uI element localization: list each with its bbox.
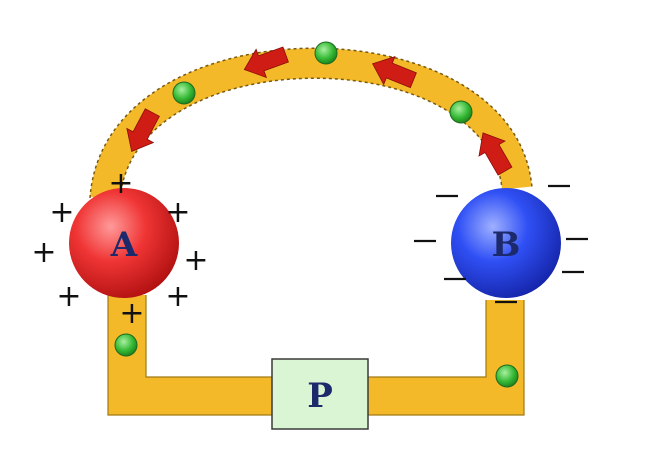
electron-icon: [449, 100, 473, 124]
negative-charges: [414, 184, 588, 304]
plus-sign: +: [165, 279, 190, 314]
electron-icon: [172, 81, 196, 105]
flow-arrows: [126, 46, 513, 176]
flow-arrow-left-icon: [478, 132, 513, 176]
electron-icon: [495, 364, 519, 388]
electron-icon: [314, 41, 338, 65]
sphere-a-label: A: [110, 225, 138, 265]
plus-sign: +: [165, 195, 190, 230]
arc-conductor-outer-edge: [89, 47, 533, 199]
box-p-label: P: [307, 376, 333, 416]
box-p: [271, 358, 369, 430]
sphere-b-label: B: [492, 225, 521, 265]
positive-charges: + + + + + + + +: [31, 166, 208, 331]
plus-sign: +: [183, 243, 208, 278]
sphere-b: [451, 188, 561, 298]
plus-sign: +: [108, 166, 133, 201]
plus-sign: +: [31, 235, 56, 270]
flow-arrow-left-icon: [243, 46, 289, 79]
arc-conductor: [90, 48, 532, 200]
plus-sign: +: [56, 279, 81, 314]
electron-icon: [114, 333, 138, 357]
electrons: [114, 41, 519, 388]
flow-arrow-left-icon: [126, 108, 160, 152]
flow-arrow-left-icon: [372, 55, 417, 89]
plus-sign: +: [119, 296, 144, 331]
plus-sign: +: [49, 195, 74, 230]
sphere-a: [69, 188, 179, 298]
